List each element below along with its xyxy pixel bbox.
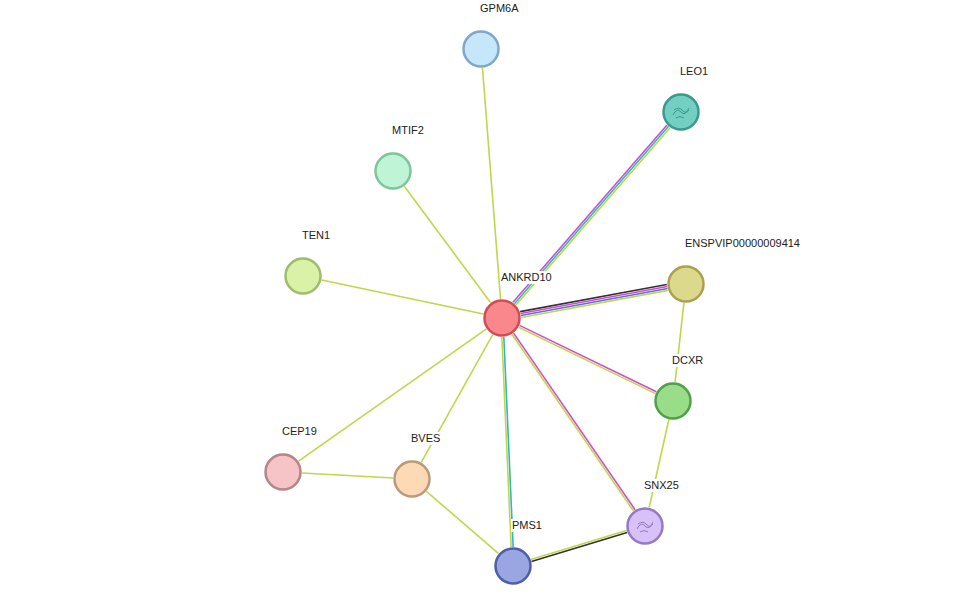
node-circle (393, 460, 431, 498)
node-label: DCXR (671, 354, 704, 367)
node-label: ENSPVIP00000009414 (684, 237, 801, 250)
edge-line (675, 303, 684, 382)
interaction-edge (649, 420, 669, 508)
node-label: SNX25 (643, 479, 680, 492)
edge-line (531, 531, 627, 560)
protein-node: TEN1 (284, 257, 322, 295)
protein-node: PMS1 (494, 547, 532, 585)
node-circle (374, 152, 412, 190)
node-circle (284, 257, 322, 295)
interaction-edge (512, 333, 635, 511)
edge-line (649, 420, 669, 508)
node-circle (662, 93, 700, 131)
edge-line (521, 286, 668, 313)
node-circle (264, 453, 302, 491)
protein-node: DCXR (654, 382, 692, 420)
node-circle (494, 547, 532, 585)
node-label: MTIF2 (391, 124, 425, 137)
protein-node: LEO1 (662, 93, 700, 131)
edge-line (426, 491, 498, 553)
interaction-edge (322, 280, 484, 314)
protein-node: CEP19 (264, 453, 302, 491)
edge-line (531, 532, 627, 561)
node-label: GPM6A (479, 2, 520, 15)
interaction-edge (531, 531, 627, 562)
protein-node: ANKRD10 (483, 299, 521, 337)
edge-line (521, 288, 668, 315)
protein-node: GPM6A (462, 30, 500, 68)
edge-line (302, 473, 393, 478)
edge-line (482, 68, 500, 299)
edge-line (299, 329, 487, 461)
edge-line (504, 337, 513, 547)
node-circle (462, 30, 500, 68)
protein-node: SNX25 (626, 507, 664, 545)
interaction-edge (426, 491, 498, 553)
interaction-edge (675, 303, 684, 382)
node-circle (654, 382, 692, 420)
node-label: TEN1 (301, 229, 331, 242)
interaction-edge (302, 473, 393, 478)
edge-line (520, 285, 667, 312)
edge-line (521, 290, 668, 317)
edge-line (322, 280, 484, 314)
node-label: PMS1 (511, 519, 543, 532)
protein-node: MTIF2 (374, 152, 412, 190)
node-label: ANKRD10 (500, 271, 553, 284)
protein-node: BVES (393, 460, 431, 498)
interaction-edge (519, 325, 657, 393)
interaction-edge (482, 68, 500, 299)
node-circle (667, 265, 705, 303)
interaction-edge (502, 337, 513, 547)
edge-line (404, 186, 490, 302)
interaction-edge (299, 329, 487, 461)
node-label: CEP19 (281, 425, 318, 438)
node-label: LEO1 (679, 65, 709, 78)
interaction-edge (520, 285, 668, 318)
node-label: BVES (410, 432, 441, 445)
protein-node: ENSPVIP00000009414 (667, 265, 705, 303)
node-circle (626, 507, 664, 545)
edge-line (519, 327, 656, 393)
edge-line (514, 333, 635, 510)
edge-line (512, 334, 633, 511)
node-circle (483, 299, 521, 337)
edge-line (502, 337, 511, 547)
edge-line (520, 325, 657, 391)
interaction-edge (404, 186, 490, 302)
